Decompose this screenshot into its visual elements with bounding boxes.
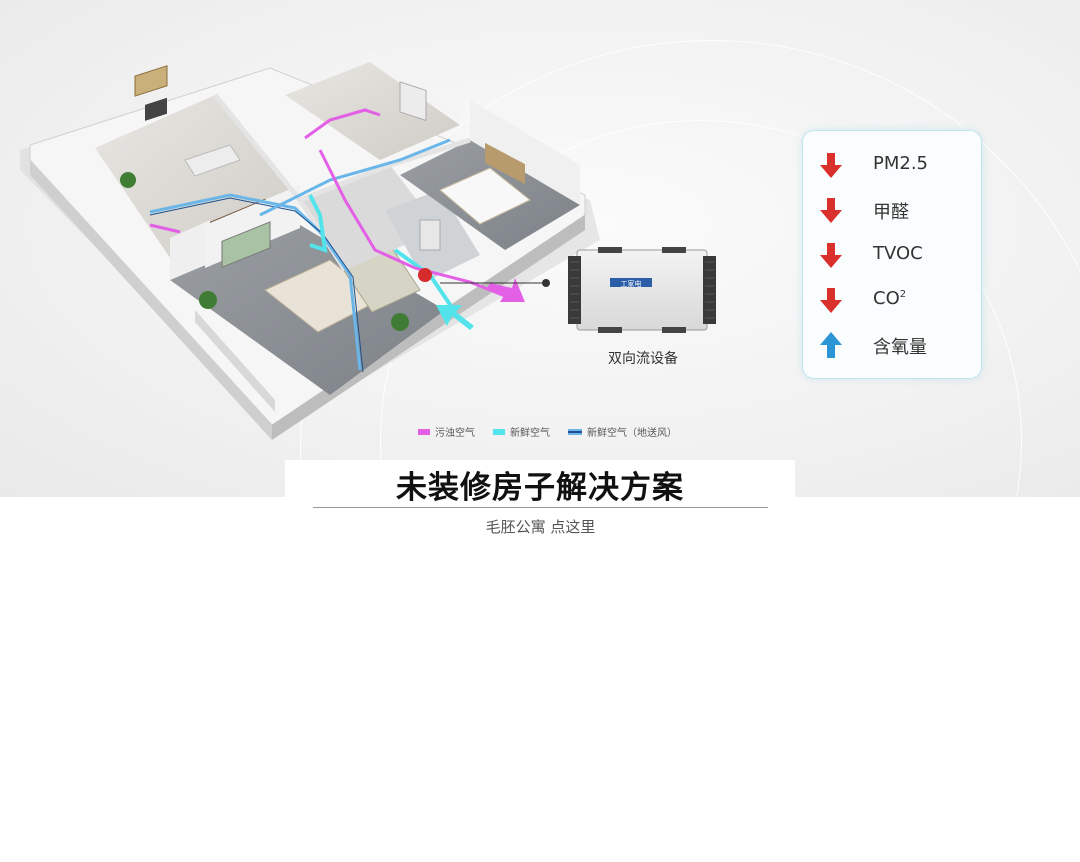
plant — [199, 291, 217, 309]
bookshelf — [399, 81, 427, 122]
legend-swatch-fresh — [493, 428, 505, 435]
bed-headboard — [485, 142, 525, 185]
duct-fresh — [308, 194, 328, 253]
effect-item-formaldehyde: 甲醛 — [803, 192, 981, 228]
sofa — [184, 144, 241, 177]
arrow-down-icon — [820, 153, 842, 178]
office-front-wall — [195, 310, 275, 412]
device-brand-plate — [610, 278, 652, 287]
bathroom-mirror — [419, 219, 441, 251]
duct-dirty — [149, 223, 181, 234]
legend-item-dirty-air: 污浊空气 — [418, 424, 475, 439]
device-label: 双向流设备 — [608, 351, 678, 367]
legend-label: 新鲜空气（地送风） — [587, 428, 677, 439]
bed — [439, 167, 531, 225]
apartment-link[interactable]: 毛胚公寓 点这里 — [485, 518, 596, 536]
plant — [120, 172, 136, 188]
arrow-down-icon — [820, 198, 842, 223]
intake-arrow — [436, 305, 474, 330]
plant — [391, 313, 409, 331]
legend-label: 污浊空气 — [435, 428, 475, 439]
bedroom-back-wall — [470, 100, 580, 205]
effect-item-co2: CO2 — [803, 282, 981, 318]
arrow-down-icon — [820, 243, 842, 268]
effect-label: CO2 — [873, 288, 907, 309]
effect-item-tvoc: TVOC — [803, 237, 981, 273]
house-right-wall — [272, 215, 585, 440]
effect-label: TVOC — [873, 243, 923, 264]
effect-label-subscript: 2 — [899, 289, 907, 300]
arrow-down-icon — [820, 288, 842, 313]
exhaust-arrow — [486, 278, 525, 302]
duct-dirty — [304, 108, 381, 140]
wall-line — [299, 162, 391, 203]
ventilation-device: 工家电 — [568, 247, 716, 333]
effect-item-oxygen: 含氧量 — [803, 327, 981, 363]
divider — [313, 507, 768, 508]
duct-fresh-ground — [149, 197, 364, 373]
wall-painting — [134, 65, 168, 97]
device-brand-text: 工家电 — [621, 279, 642, 288]
page-title: 未装修房子解决方案 — [396, 470, 684, 506]
legend-item-fresh-air-ground: 新鲜空气（地送风） — [568, 424, 677, 439]
legend-label: 新鲜空气 — [510, 428, 550, 439]
effect-label: 含氧量 — [873, 337, 927, 358]
duct-fresh-ground — [149, 193, 362, 371]
duct-fresh-ground — [259, 138, 451, 217]
unit-marker — [418, 268, 432, 282]
legend-swatch-ground — [568, 428, 582, 435]
effect-label: 甲醛 — [873, 202, 909, 223]
arrow-up-icon — [820, 332, 842, 358]
apartment-illustration: 工家电 — [20, 50, 716, 440]
legend-swatch-dirty — [418, 428, 430, 435]
title-strip — [285, 460, 795, 504]
duct-dirty — [318, 149, 506, 298]
office-left-wall — [170, 220, 210, 280]
house-front-wall — [30, 160, 272, 440]
wall-line — [389, 137, 471, 168]
legend-item-fresh-air: 新鲜空气 — [493, 424, 550, 439]
effect-item-pm25: PM2.5 — [803, 147, 981, 183]
fireplace — [145, 97, 167, 121]
effect-label: PM2.5 — [873, 153, 929, 174]
legend: 污浊空气 新鲜空气 新鲜空气（地送风） — [418, 424, 677, 439]
effect-panel: PM2.5 甲醛 TVOC CO2 含氧量 — [802, 130, 982, 379]
office-painting — [221, 221, 271, 269]
connector-dot — [542, 279, 550, 287]
